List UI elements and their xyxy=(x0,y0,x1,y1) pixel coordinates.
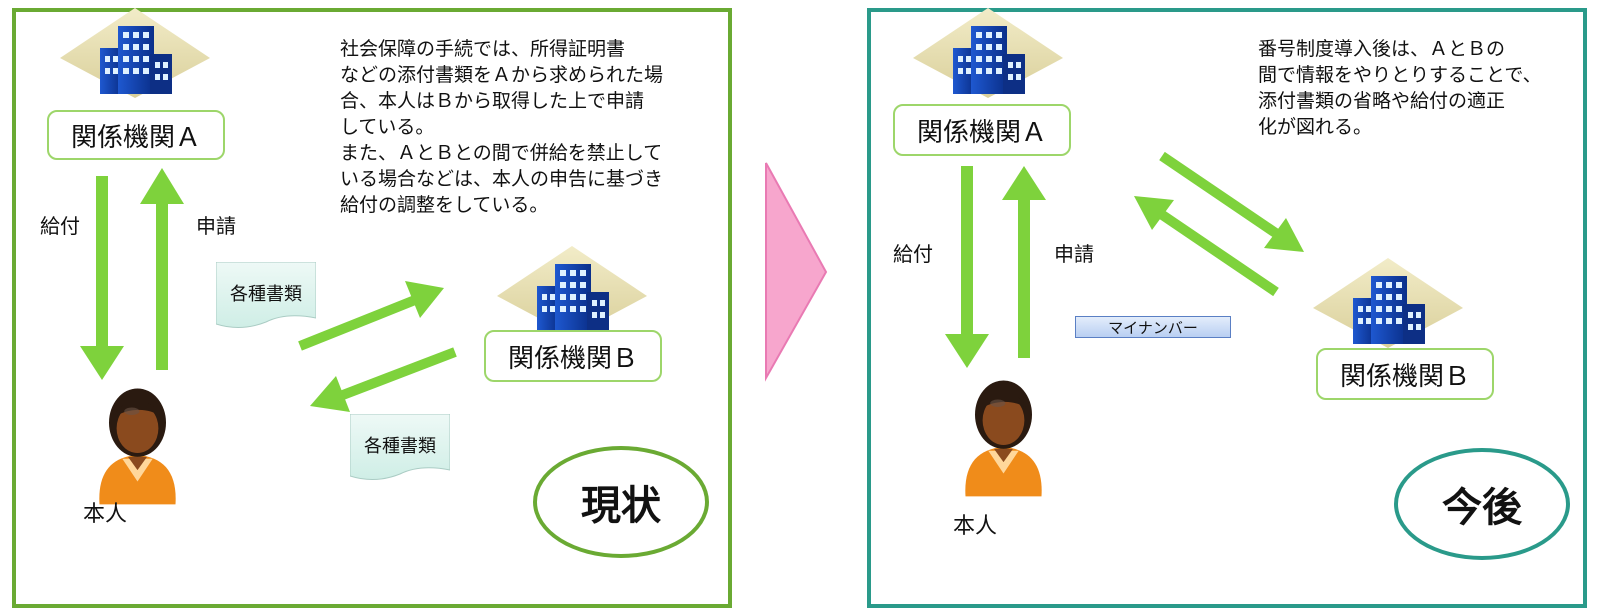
org-b-label: 関係機関Ｂ xyxy=(1316,348,1494,400)
benefit-label: 給付 xyxy=(893,242,933,266)
benefit-label: 給付 xyxy=(40,214,80,238)
org-a-building-icon xyxy=(913,8,1063,98)
status-future: 今後 xyxy=(1394,448,1570,560)
transition-arrow-icon xyxy=(765,162,828,382)
status-current: 現状 xyxy=(533,446,709,558)
person-icon xyxy=(99,388,176,505)
document-label: 各種書類 xyxy=(364,436,436,457)
org-a-label: 関係機関Ａ xyxy=(893,104,1071,156)
current-description: 社会保障の手続では、所得証明書 などの添付書類をＡから求められた場 合、本人はＢ… xyxy=(340,38,664,216)
org-b-building-icon xyxy=(1313,258,1463,348)
org-b-building-icon xyxy=(497,246,647,336)
future-description: 番号制度導入後は、ＡとＢの 間で情報をやりとりすることで、 添付書類の省略や給付… xyxy=(1258,38,1542,138)
application-label: 申請 xyxy=(1054,242,1094,266)
org-b-label: 関係機関Ｂ xyxy=(484,330,662,382)
application-label: 申請 xyxy=(196,214,236,238)
person-label: 本人 xyxy=(953,514,998,539)
org-a-building-icon xyxy=(60,8,210,98)
person-label: 本人 xyxy=(83,502,128,527)
my-number-card: マイナンバー xyxy=(1075,316,1231,338)
org-a-label: 関係機関Ａ xyxy=(47,110,225,160)
person-icon xyxy=(965,380,1042,497)
document-label: 各種書類 xyxy=(230,284,302,305)
